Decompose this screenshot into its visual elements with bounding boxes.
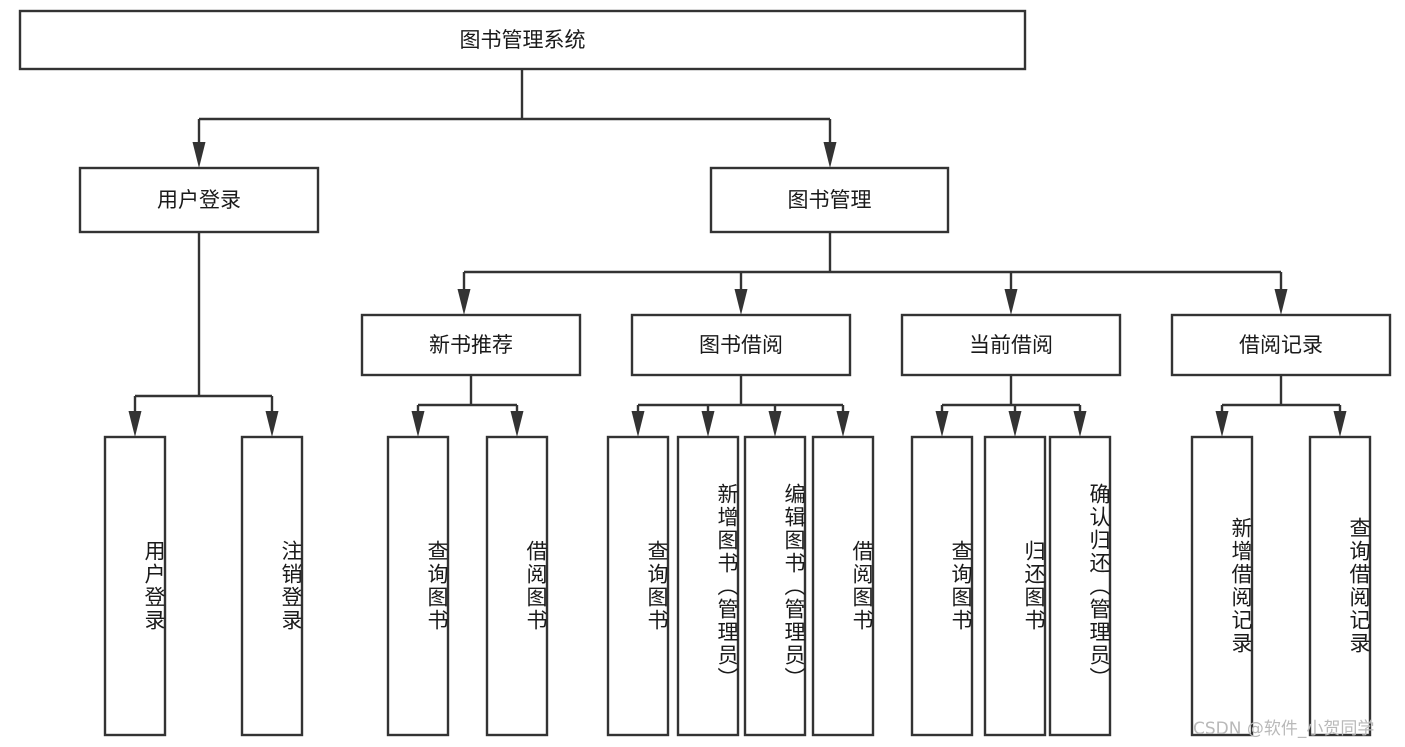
node-label-new-book-recommend: 新书推荐	[429, 333, 513, 357]
connector-layer	[128, 69, 1347, 437]
arrow-root-child-1	[823, 142, 837, 168]
node-box-leaf-query-book-current[interactable]	[910, 435, 974, 737]
node-box-leaf-borrow-book-recommend[interactable]	[485, 435, 549, 737]
arrow-borrow-record-group-child-1	[1333, 411, 1347, 437]
node-box-leaf-return-book[interactable]	[983, 435, 1047, 737]
node-box-leaf-query-book-recommend[interactable]	[386, 435, 450, 737]
arrow-user-login-group-child-0	[128, 411, 142, 437]
arrow-current-borrow-group-child-1	[1008, 411, 1022, 437]
node-box-leaf-add-borrow-record[interactable]	[1190, 435, 1254, 737]
node-label-root: 图书管理系统	[460, 28, 586, 52]
arrow-new-book-recommend-group-child-0	[411, 411, 425, 437]
node-label-borrow-record: 借阅记录	[1239, 333, 1323, 357]
arrow-bookmgmt-child-3	[1274, 289, 1288, 315]
node-box-leaf-query-borrow-record[interactable]	[1308, 435, 1372, 737]
csdn-watermark: CSDN @软件_小贺同学	[1193, 719, 1375, 739]
node-box-leaf-borrow-book[interactable]	[811, 435, 875, 737]
node-box-new-book-recommend[interactable]	[360, 313, 582, 377]
node-box-leaf-logout[interactable]	[240, 435, 304, 737]
node-box-root[interactable]	[18, 9, 1027, 71]
arrow-book-borrow-group-child-3	[836, 411, 850, 437]
arrow-borrow-record-group-child-0	[1215, 411, 1229, 437]
node-label-book-management: 图书管理	[788, 188, 872, 212]
node-box-layer	[18, 9, 1392, 737]
arrow-book-borrow-group-child-1	[701, 411, 715, 437]
node-box-leaf-user-login[interactable]	[103, 435, 167, 737]
node-box-leaf-add-book-admin[interactable]	[676, 435, 740, 737]
arrow-root-child-0	[192, 142, 206, 168]
node-box-book-borrow[interactable]	[630, 313, 852, 377]
arrow-book-borrow-group-child-0	[631, 411, 645, 437]
arrow-bookmgmt-child-1	[734, 289, 748, 315]
node-box-borrow-record[interactable]	[1170, 313, 1392, 377]
arrow-bookmgmt-child-0	[457, 289, 471, 315]
arrow-user-login-group-child-1	[265, 411, 279, 437]
arrow-current-borrow-group-child-0	[935, 411, 949, 437]
node-box-user-login[interactable]	[78, 166, 320, 234]
node-label-user-login: 用户登录	[157, 188, 241, 212]
node-box-leaf-query-book[interactable]	[606, 435, 670, 737]
arrow-bookmgmt-child-2	[1004, 289, 1018, 315]
node-label-current-borrow: 当前借阅	[969, 333, 1053, 357]
node-box-leaf-edit-book-admin[interactable]	[743, 435, 807, 737]
node-box-leaf-confirm-return-admin[interactable]	[1048, 435, 1112, 737]
arrow-new-book-recommend-group-child-1	[510, 411, 524, 437]
node-label-book-borrow: 图书借阅	[699, 333, 783, 357]
arrow-current-borrow-group-child-2	[1073, 411, 1087, 437]
node-box-book-management[interactable]	[709, 166, 950, 234]
node-box-current-borrow[interactable]	[900, 313, 1122, 377]
arrow-book-borrow-group-child-2	[768, 411, 782, 437]
